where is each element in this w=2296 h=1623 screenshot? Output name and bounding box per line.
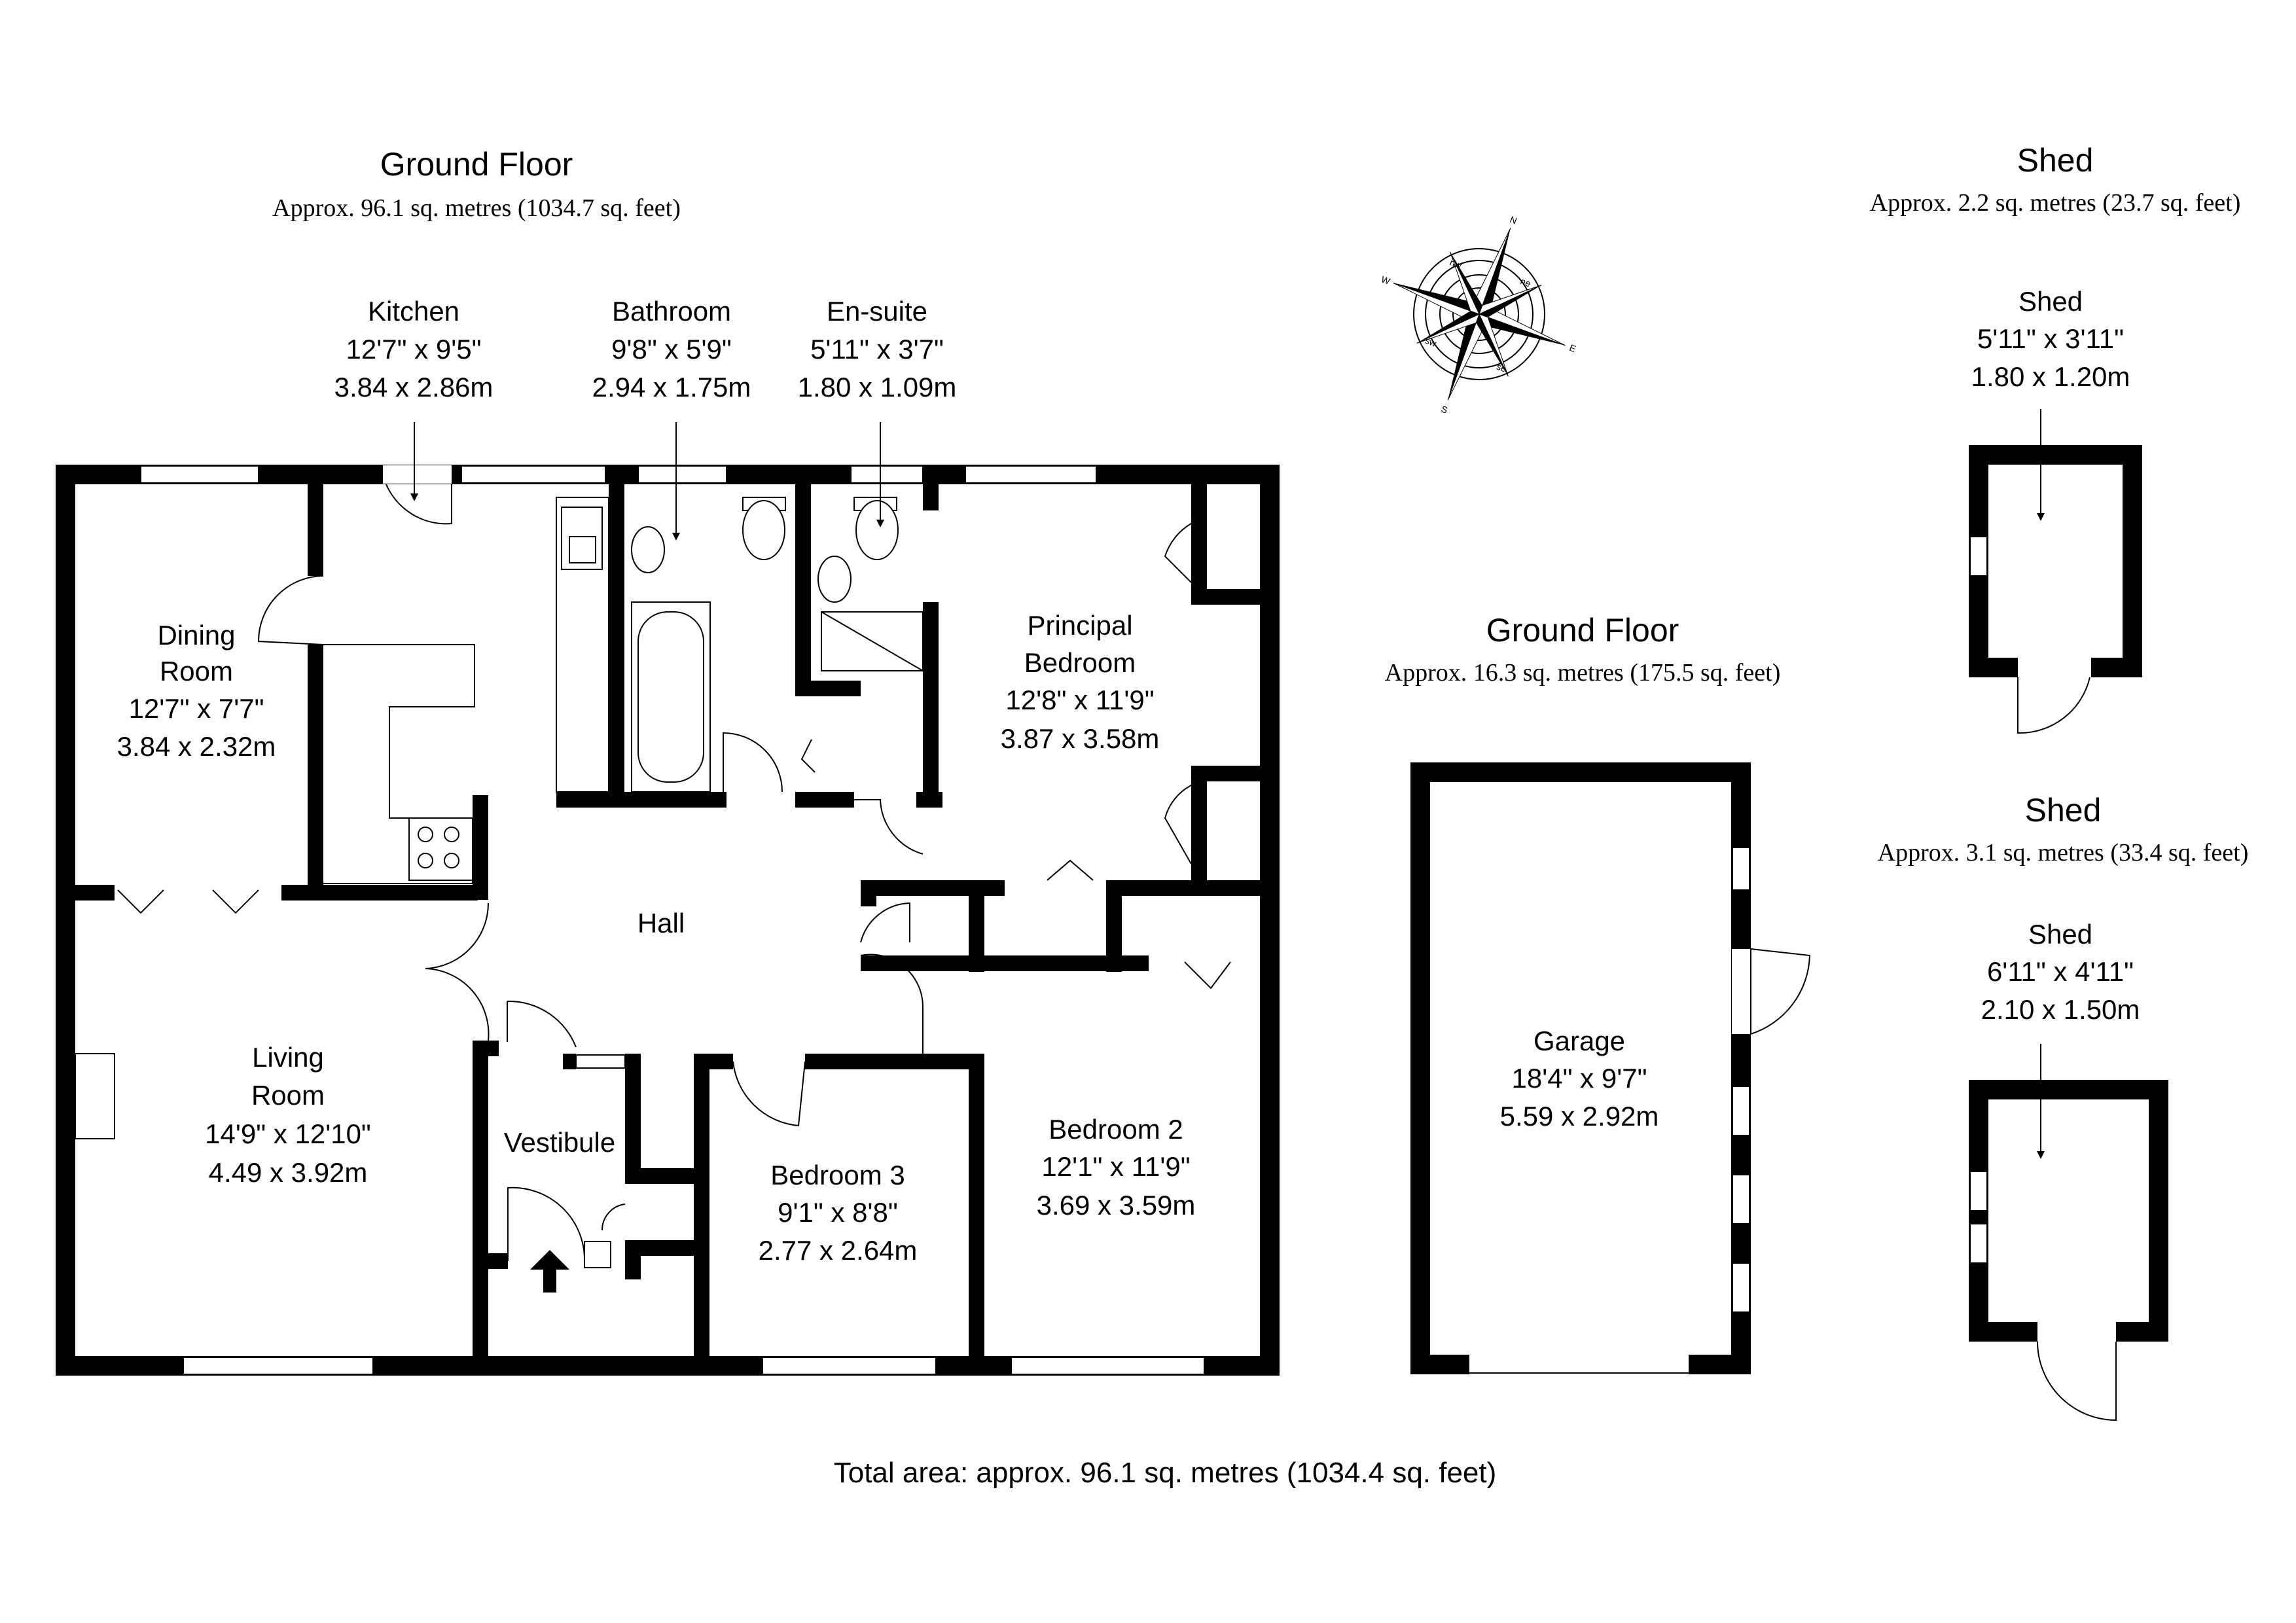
svg-text:9'1" x 8'8": 9'1" x 8'8"	[778, 1197, 898, 1228]
svg-text:Garage: Garage	[1534, 1026, 1625, 1056]
svg-text:Room: Room	[251, 1080, 325, 1111]
svg-text:Bathroom: Bathroom	[612, 296, 731, 327]
svg-text:3.87 x 3.58m: 3.87 x 3.58m	[1001, 723, 1160, 754]
door-swings	[117, 523, 1231, 1262]
bathroom-label: Bathroom 9'8" x 5'9" 2.94 x 1.75m	[592, 296, 751, 402]
ensuite-label: En-suite 5'11" x 3'7" 1.80 x 1.09m	[798, 296, 957, 402]
garage-label: Garage 18'4" x 9'7" 5.59 x 2.92m	[1500, 1026, 1659, 1132]
main-house-heading: Ground Floor Approx. 96.1 sq. metres (10…	[272, 146, 681, 222]
svg-text:5'11" x 3'11": 5'11" x 3'11"	[1977, 323, 2124, 354]
main-house-interior-walls	[75, 484, 1260, 1356]
svg-text:12'1" x 11'9": 12'1" x 11'9"	[1041, 1151, 1190, 1182]
bedroom2-label: Bedroom 2 12'1" x 11'9" 3.69 x 3.59m	[1037, 1114, 1196, 1221]
main-house-plan	[56, 422, 1280, 1376]
compass-rose-icon: N E S W ne se sw nw	[1380, 214, 1577, 416]
main-floor-area: Approx. 96.1 sq. metres (1034.7 sq. feet…	[272, 194, 681, 222]
shed1-plan	[1969, 409, 2142, 734]
svg-text:1.80 x 1.20m: 1.80 x 1.20m	[1971, 361, 2130, 392]
main-house-windows	[140, 465, 1205, 1375]
svg-text:Vestibule: Vestibule	[504, 1127, 615, 1158]
compass-s-label: S	[1440, 404, 1449, 416]
svg-text:1.80 x 1.09m: 1.80 x 1.09m	[798, 372, 957, 402]
shed2-title: Shed	[2025, 792, 2102, 829]
compass-e-label: E	[1568, 342, 1577, 354]
svg-text:Kitchen: Kitchen	[368, 296, 459, 327]
shed1-heading: Shed Approx. 2.2 sq. metres (23.7 sq. fe…	[1870, 142, 2241, 217]
compass-w-label: W	[1380, 274, 1392, 287]
svg-text:3.84 x 2.32m: 3.84 x 2.32m	[117, 731, 276, 762]
svg-text:Bedroom: Bedroom	[1024, 647, 1136, 678]
svg-text:5'11" x 3'7": 5'11" x 3'7"	[810, 334, 944, 365]
svg-text:Shed: Shed	[2018, 286, 2083, 317]
compass-ne-label: ne	[1519, 276, 1532, 289]
bathroom-fixtures	[631, 497, 924, 793]
svg-text:2.10 x 1.50m: 2.10 x 1.50m	[1981, 994, 2140, 1025]
living-room-label: Living Room 14'9" x 12'10" 4.49 x 3.92m	[205, 1042, 371, 1188]
svg-text:3.84 x 2.86m: 3.84 x 2.86m	[334, 372, 493, 402]
svg-text:Bedroom 3: Bedroom 3	[770, 1160, 905, 1190]
garage-floor-area: Approx. 16.3 sq. metres (175.5 sq. feet)	[1385, 659, 1781, 687]
compass-se-label: se	[1495, 361, 1508, 374]
total-area: Total area: approx. 96.1 sq. metres (103…	[834, 1457, 1497, 1489]
shed2-heading: Shed Approx. 3.1 sq. metres (33.4 sq. fe…	[1878, 792, 2249, 866]
svg-text:Living: Living	[252, 1042, 324, 1073]
svg-text:Dining: Dining	[157, 620, 235, 651]
compass-sw-label: sw	[1424, 335, 1438, 349]
svg-text:4.49 x 3.92m: 4.49 x 3.92m	[209, 1157, 368, 1188]
bedroom3-label: Bedroom 3 9'1" x 8'8" 2.77 x 2.64m	[759, 1160, 918, 1266]
main-floor-title: Ground Floor	[380, 146, 573, 183]
svg-text:12'8" x 11'9": 12'8" x 11'9"	[1005, 685, 1154, 715]
shed1-title: Shed	[2017, 142, 2094, 179]
shed1-label: Shed 5'11" x 3'11" 1.80 x 1.20m	[1971, 286, 2130, 392]
shed2-label: Shed 6'11" x 4'11" 2.10 x 1.50m	[1981, 919, 2140, 1025]
svg-text:14'9" x 12'10": 14'9" x 12'10"	[205, 1118, 371, 1149]
svg-text:Principal: Principal	[1027, 610, 1132, 641]
svg-text:2.94 x 1.75m: 2.94 x 1.75m	[592, 372, 751, 402]
kitchen-label: Kitchen 12'7" x 9'5" 3.84 x 2.86m	[334, 296, 493, 402]
vestibule-label: Vestibule	[504, 1127, 615, 1158]
entrance-arrow-icon	[530, 1250, 569, 1293]
garage-heading: Ground Floor Approx. 16.3 sq. metres (17…	[1385, 612, 1781, 687]
compass-nw-label: nw	[1448, 257, 1463, 271]
garage-plan	[1410, 762, 1811, 1374]
hall-label: Hall	[637, 908, 685, 938]
svg-text:Hall: Hall	[637, 908, 685, 938]
shed1-area: Approx. 2.2 sq. metres (23.7 sq. feet)	[1870, 189, 2241, 217]
svg-text:Bedroom 2: Bedroom 2	[1049, 1114, 1183, 1145]
svg-text:Room: Room	[160, 656, 233, 687]
svg-text:5.59 x 2.92m: 5.59 x 2.92m	[1500, 1101, 1659, 1132]
svg-text:En-suite: En-suite	[827, 296, 927, 327]
garage-floor-title: Ground Floor	[1486, 612, 1679, 649]
svg-text:6'11" x 4'11": 6'11" x 4'11"	[1987, 956, 2134, 987]
svg-text:9'8" x 5'9": 9'8" x 5'9"	[611, 334, 732, 365]
principal-bedroom-label: Principal Bedroom 12'8" x 11'9" 3.87 x 3…	[1001, 610, 1160, 754]
svg-text:18'4" x 9'7": 18'4" x 9'7"	[1512, 1063, 1647, 1094]
svg-text:2.77 x 2.64m: 2.77 x 2.64m	[759, 1235, 918, 1266]
fireplace	[75, 1053, 115, 1139]
room-label-leaders	[410, 422, 884, 541]
kitchen-fittings	[323, 497, 609, 884]
svg-text:12'7" x 7'7": 12'7" x 7'7"	[129, 693, 264, 724]
svg-text:12'7" x 9'5": 12'7" x 9'5"	[346, 334, 482, 365]
shed2-area: Approx. 3.1 sq. metres (33.4 sq. feet)	[1878, 839, 2249, 866]
shed2-plan	[1969, 1044, 2168, 1421]
compass-n-label: N	[1509, 214, 1518, 226]
svg-text:Shed: Shed	[2028, 919, 2092, 950]
svg-text:3.69 x 3.59m: 3.69 x 3.59m	[1037, 1190, 1196, 1221]
dining-room-label: Dining Room 12'7" x 7'7" 3.84 x 2.32m	[117, 620, 276, 762]
